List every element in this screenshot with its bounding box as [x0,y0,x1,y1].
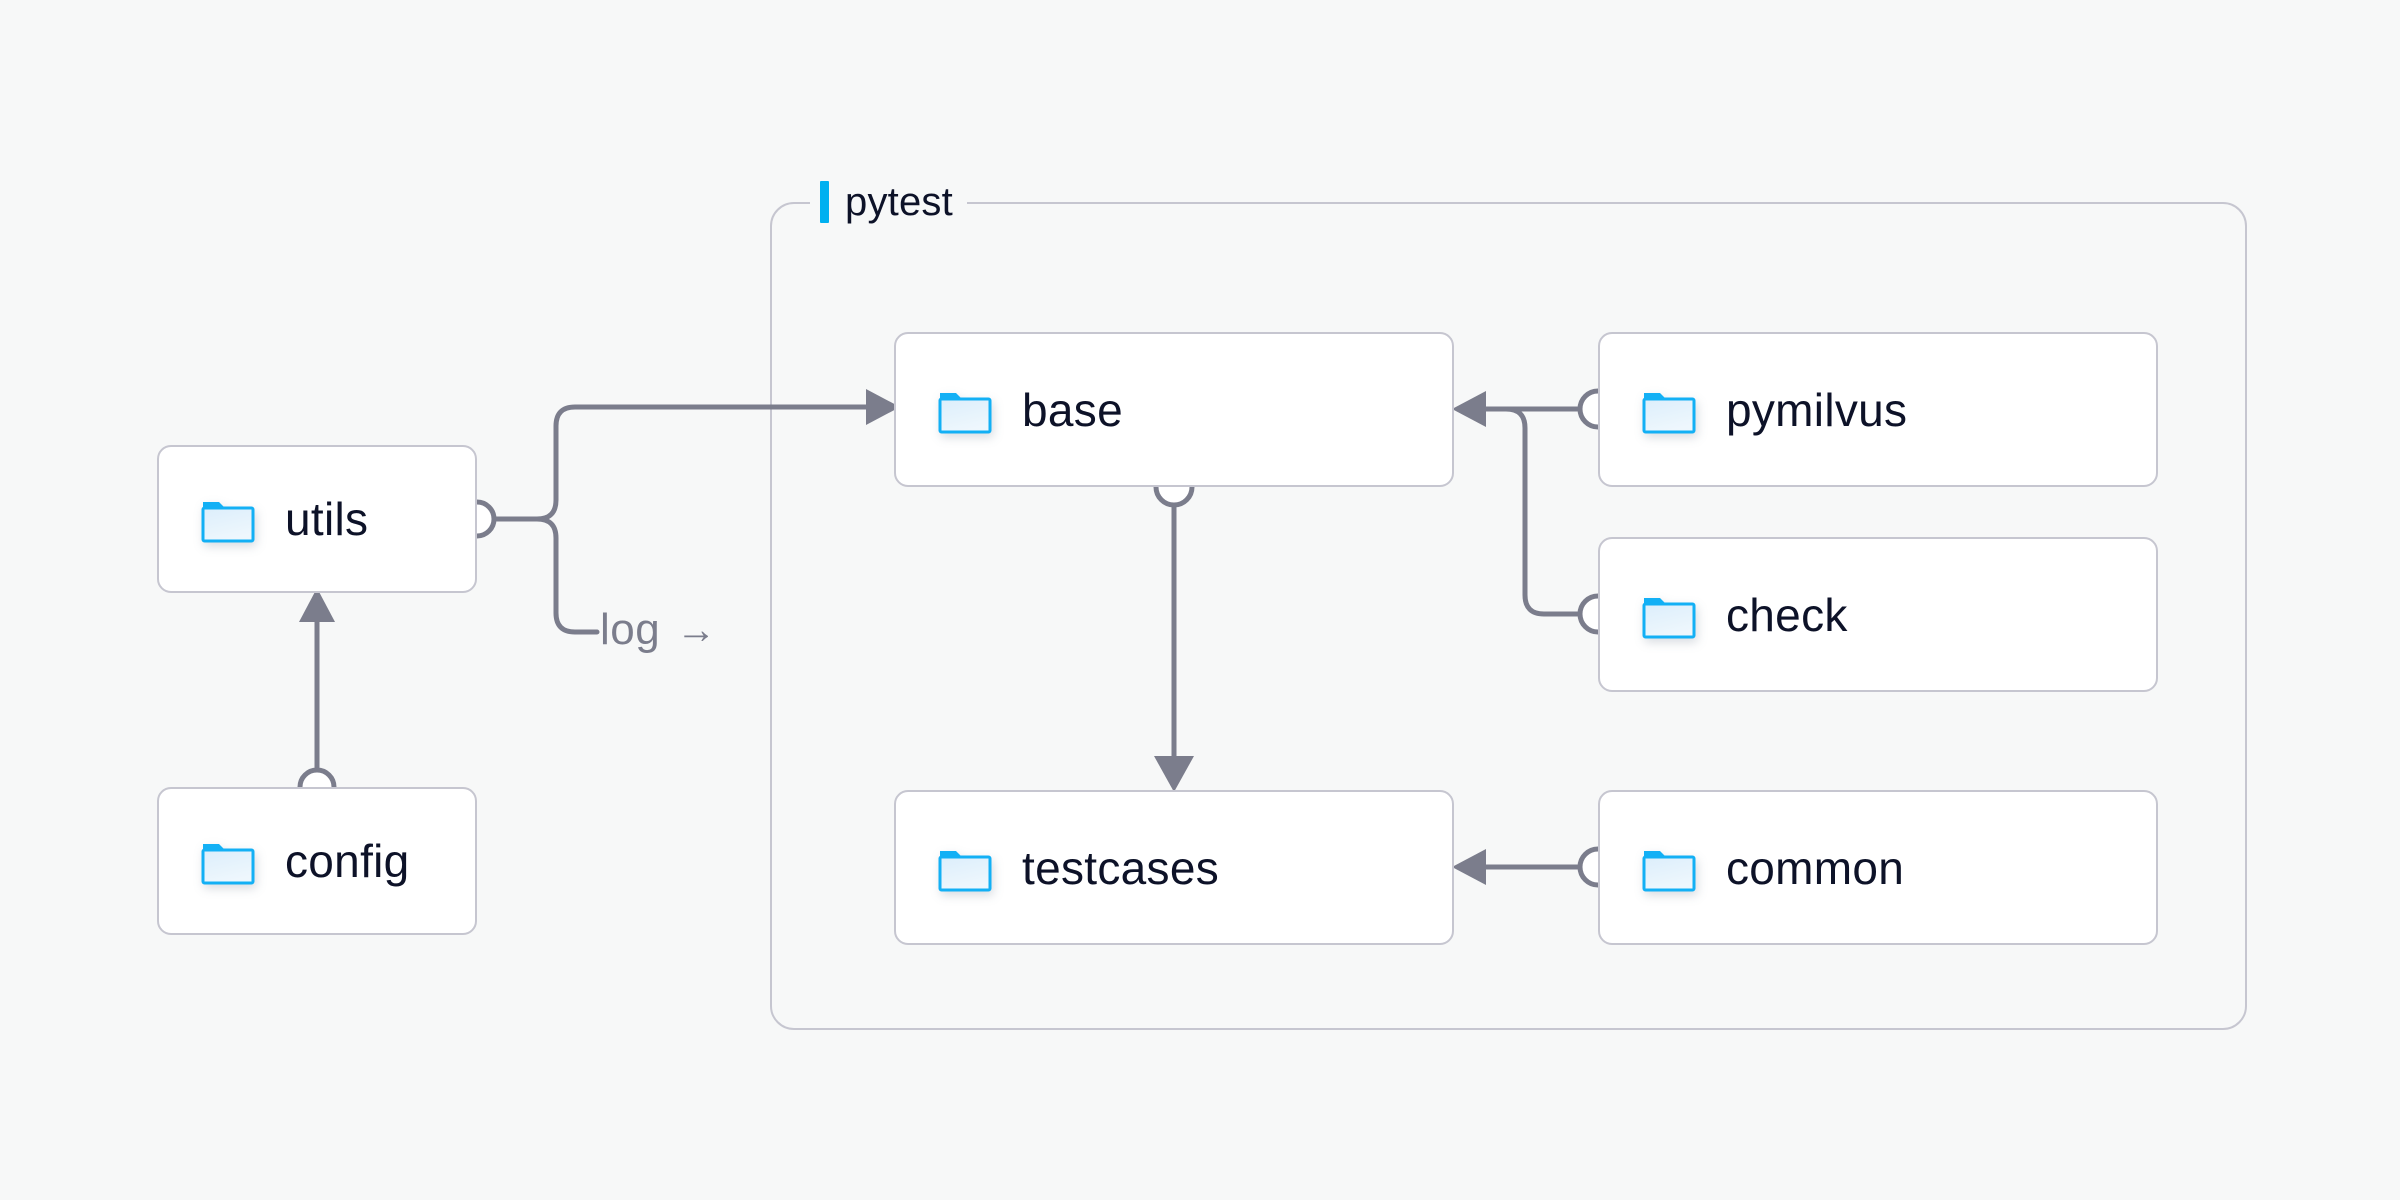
node-config[interactable]: config [157,787,477,935]
group-accent-bar [820,181,829,223]
node-label-check: check [1726,588,1848,641]
node-common[interactable]: common [1598,790,2158,945]
node-label-testcases: testcases [1022,841,1220,894]
group-label-pytest: pytest [810,173,967,231]
node-label-utils: utils [285,493,369,545]
folder-icon [201,837,255,885]
node-label-base: base [1022,383,1123,436]
folder-icon [201,495,255,543]
node-label-config: config [285,835,410,887]
node-testcases[interactable]: testcases [894,790,1454,945]
edge-label-log: log → [600,605,717,655]
node-utils[interactable]: utils [157,445,477,593]
node-pymilvus[interactable]: pymilvus [1598,332,2158,487]
node-base[interactable]: base [894,332,1454,487]
edge-config-to-utils [297,588,337,807]
group-container-pytest [770,202,2247,1030]
edge-label-log-text: log [600,605,661,654]
folder-icon [1642,591,1696,639]
node-label-pymilvus: pymilvus [1726,383,1908,436]
folder-icon [938,386,992,434]
node-check[interactable]: check [1598,537,2158,692]
node-label-common: common [1726,841,1905,894]
folder-icon [938,844,992,892]
group-title: pytest [845,179,953,224]
folder-icon [1642,844,1696,892]
folder-icon [1642,386,1696,434]
arrow-right-icon: → [676,608,717,652]
